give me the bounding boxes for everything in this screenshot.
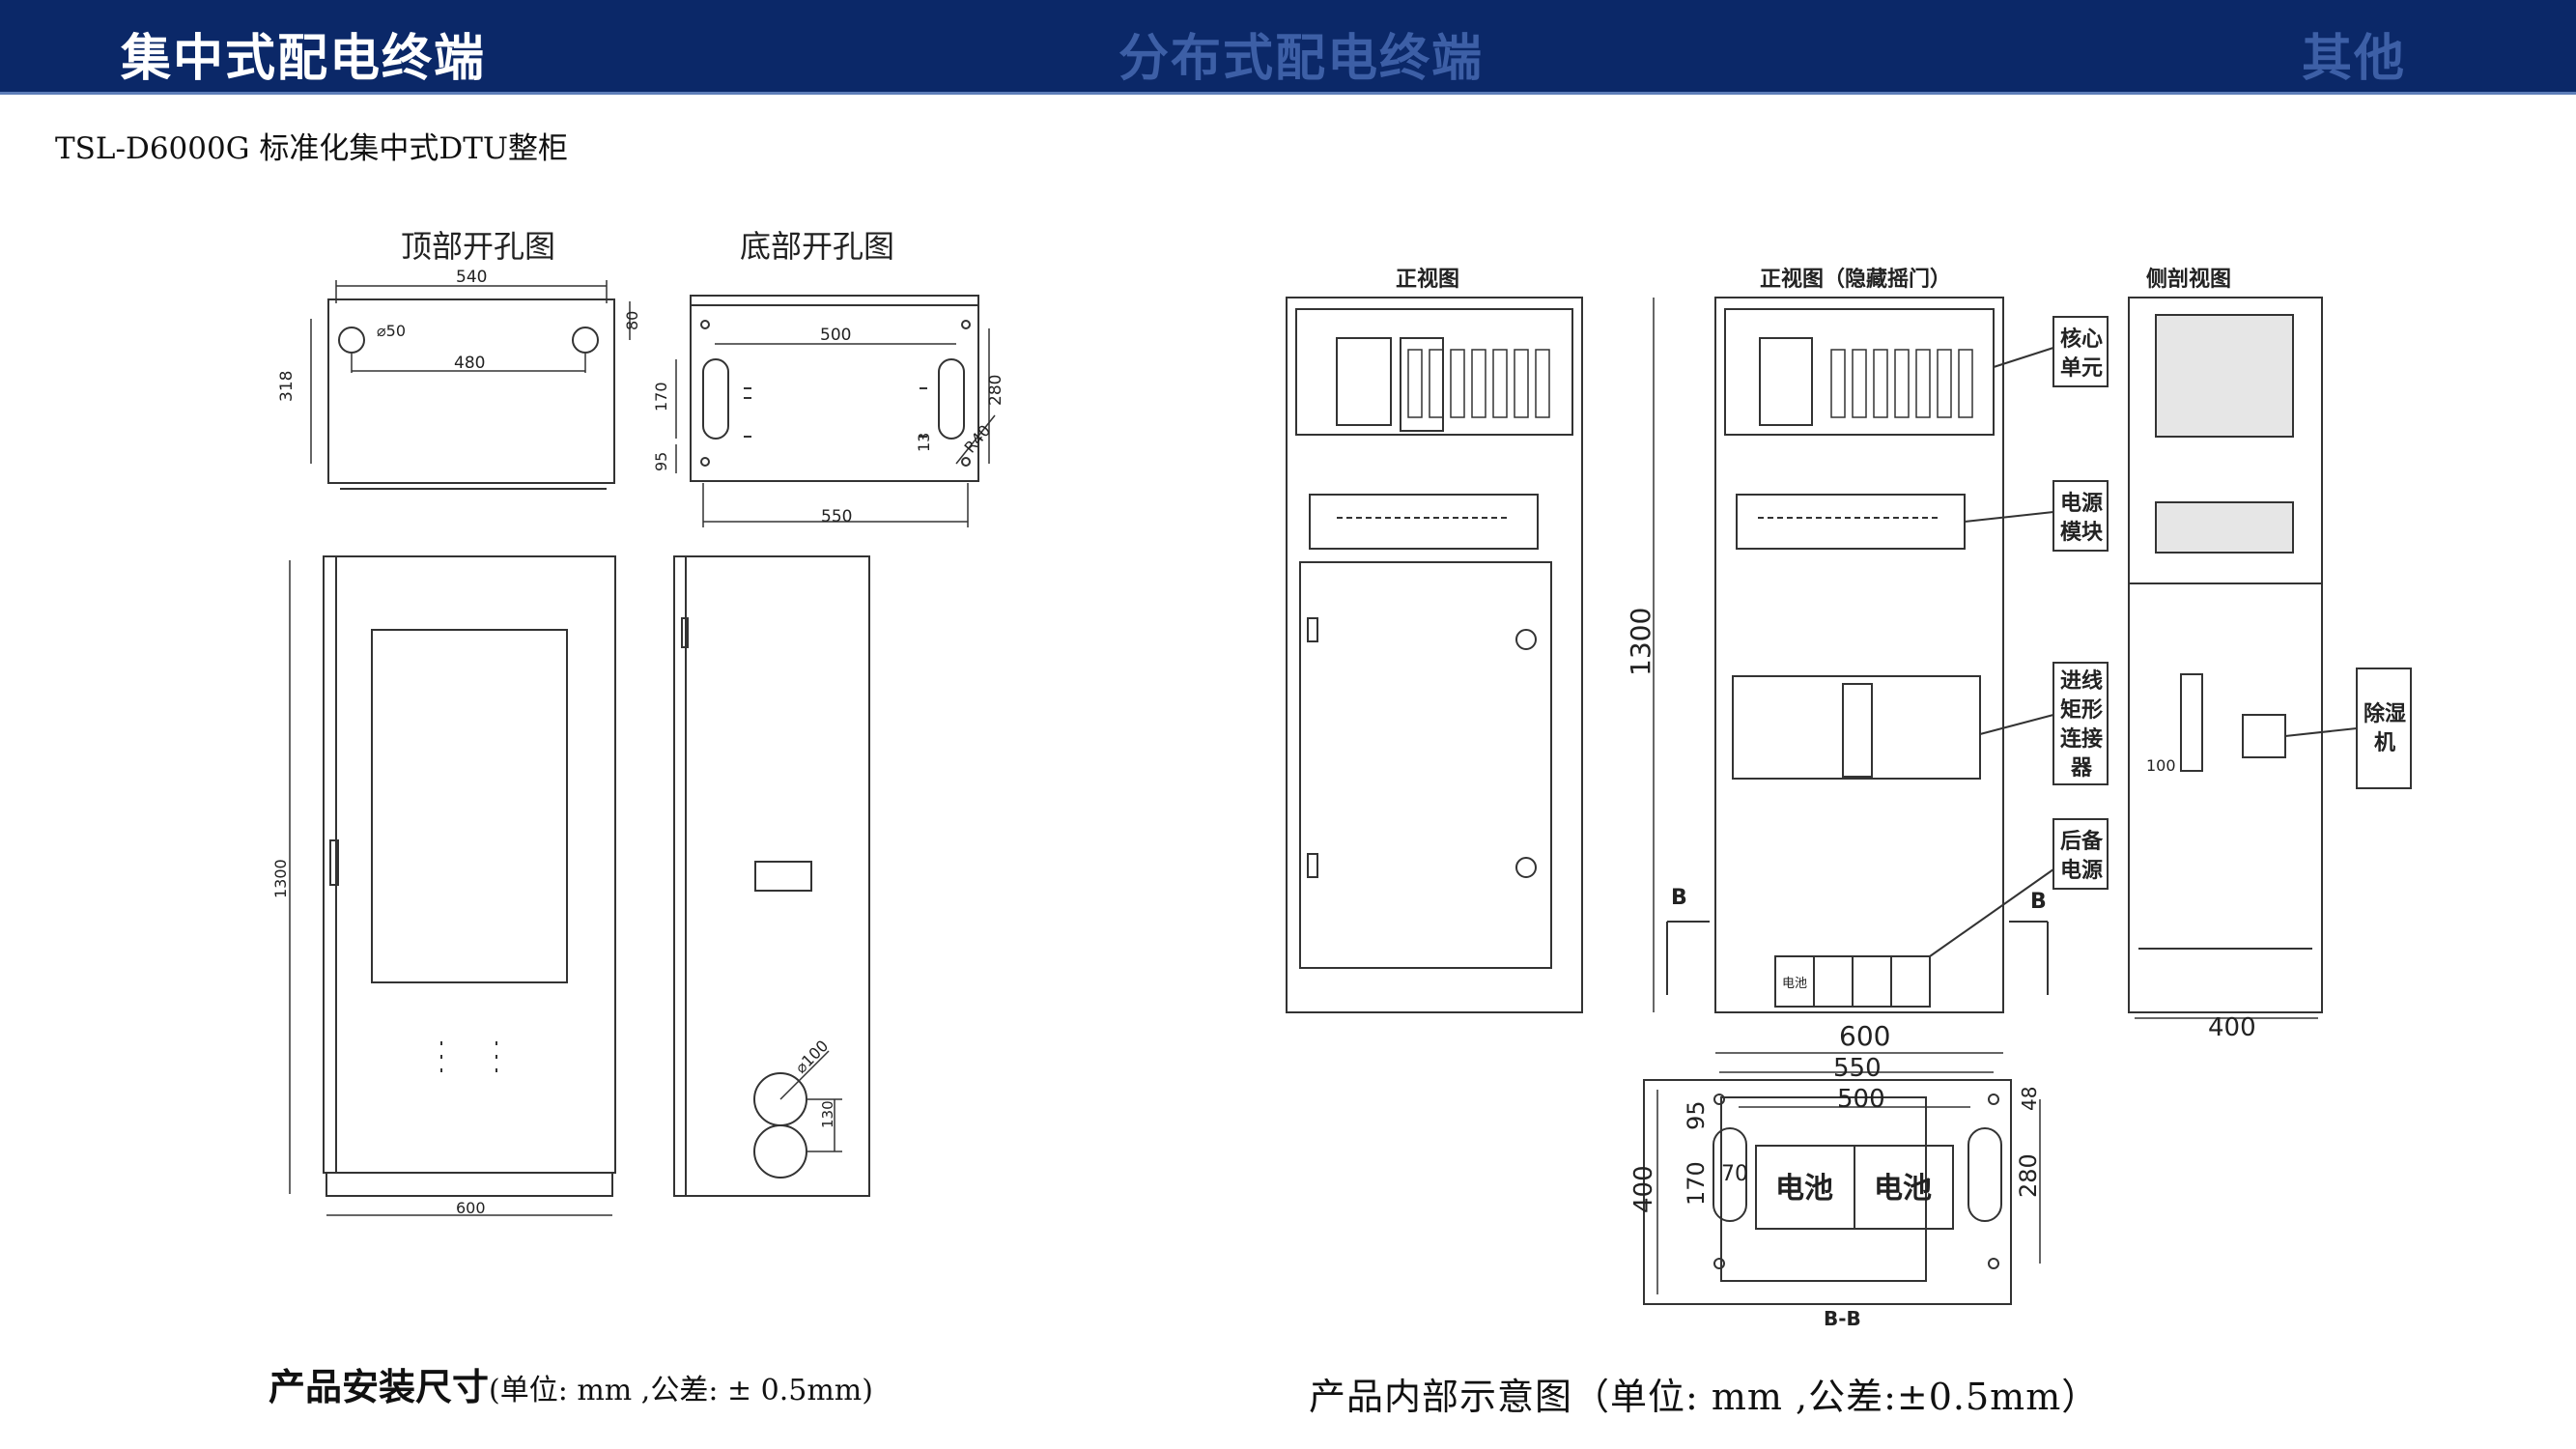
top-hole-dim: ⌀50 — [377, 322, 406, 340]
plan-400-dim: 400 — [1629, 1165, 1658, 1213]
plan-70-dim: 70 — [1721, 1162, 1748, 1186]
svg-text:电源: 电源 — [2060, 859, 2103, 883]
callout-power-module-line2: 模块 — [2060, 521, 2104, 545]
bottom-slot-dim: 170 — [652, 382, 670, 412]
side-spacing-dim: 130 — [819, 1100, 836, 1128]
front-width-dim: 600 — [456, 1199, 486, 1217]
svg-text:连接: 连接 — [2060, 726, 2103, 752]
install-caption-unit: (单位: mm ,公差: ± 0.5mm) — [489, 1374, 873, 1407]
internal-side-title: 侧剖视图 — [2146, 267, 2231, 292]
plan-48-dim: 48 — [2018, 1087, 2041, 1111]
internal-caption: 产品内部示意图（单位: mm ,公差:±0.5mm） — [1309, 1376, 2100, 1418]
plan-500-dim: 500 — [1837, 1085, 1885, 1114]
plan-550-dim: 550 — [1833, 1054, 1882, 1083]
internal-side-dim: 100 — [2146, 756, 2176, 775]
svg-text:除湿: 除湿 — [2364, 701, 2406, 726]
internal-side-section-view: 侧剖视图 400 100 — [2128, 267, 2323, 1042]
tab-distributed-terminal[interactable]: 分布式配电终端 — [1118, 29, 1485, 88]
top-edge-dim: 80 — [623, 311, 641, 330]
front-height-dim: 1300 — [271, 859, 290, 898]
front-elevation-drawing: 1300 600 — [271, 555, 616, 1217]
callout-core-unit-line2: 单元 — [2060, 356, 2103, 381]
bottom-outer-dim: 550 — [821, 507, 852, 526]
internal-front-view: 正视图 — [1286, 267, 1583, 1013]
side-hole-dim: ⌀100 — [791, 1037, 832, 1077]
internal-hidden-door-view: 正视图（隐藏摇门） 电池 B B 1300 600 — [1625, 267, 2049, 1054]
callouts: 核心 单元 电源 模块 进线 矩形 连接 器 后备 电源 除湿 机 — [1929, 316, 2412, 957]
svg-text:矩形: 矩形 — [2060, 697, 2103, 723]
tab-centralized-terminal[interactable]: 集中式配电终端 — [121, 29, 487, 88]
battery-label-1: 电池 — [1775, 1172, 1833, 1206]
battery-small-label: 电池 — [1782, 977, 1807, 991]
svg-text:机: 机 — [2374, 731, 2395, 755]
svg-text:进线: 进线 — [2060, 668, 2103, 694]
bottom-height-dim: 280 — [986, 375, 1005, 406]
callout-power-module-line1: 电源 — [2060, 492, 2103, 516]
side-elevation-drawing: ⌀100 130 — [673, 555, 870, 1197]
section-plan-view: 电池 电池 550 500 400 95 170 70 280 48 B-B — [1629, 1054, 2042, 1330]
battery-label-2: 电池 — [1874, 1172, 1932, 1206]
plan-95-dim: 95 — [1683, 1100, 1710, 1130]
top-width-dim: 540 — [456, 268, 487, 287]
callout-core-unit-line1: 核心 — [2060, 327, 2103, 352]
plan-280-dim: 280 — [2015, 1153, 2042, 1198]
product-title: TSL-D6000G 标准化集中式DTU整柜 — [55, 131, 568, 166]
plan-170-dim: 170 — [1683, 1161, 1710, 1206]
top-view-title: 顶部开孔图 — [401, 228, 555, 265]
install-caption-main: 产品安装尺寸 — [269, 1365, 490, 1408]
bottom-span-dim: 500 — [820, 326, 851, 345]
internal-height-dim: 1300 — [1625, 608, 1656, 676]
section-marker-left: B — [1671, 886, 1687, 910]
svg-text:器: 器 — [2070, 756, 2093, 781]
svg-text:后备: 后备 — [2060, 829, 2104, 854]
top-nav-bar: 集中式配电终端 分布式配电终端 其他 — [0, 0, 2576, 95]
top-depth-dim: 318 — [277, 371, 297, 402]
internal-hidden-title: 正视图（隐藏摇门） — [1760, 267, 1951, 292]
bottom-small-dim: 13 — [915, 433, 933, 452]
section-title: B-B — [1824, 1307, 1861, 1330]
section-marker-right: B — [2030, 890, 2047, 914]
top-view-drawing: 顶部开孔图 540 ⌀50 480 318 80 — [277, 228, 641, 490]
bottom-view-drawing: 底部开孔图 500 550 280 170 95 R40 13 — [652, 228, 1005, 527]
internal-depth-dim: 400 — [2208, 1013, 2256, 1042]
tab-other[interactable]: 其他 — [2302, 29, 2407, 88]
bottom-offset-dim: 95 — [652, 452, 670, 471]
top-spacing-dim: 480 — [454, 354, 485, 373]
bottom-view-title: 底部开孔图 — [740, 228, 894, 265]
internal-front-title: 正视图 — [1396, 267, 1459, 292]
install-caption: 产品安装尺寸(单位: mm ,公差: ± 0.5mm) — [269, 1357, 873, 1410]
internal-width-dim: 600 — [1839, 1020, 1890, 1052]
